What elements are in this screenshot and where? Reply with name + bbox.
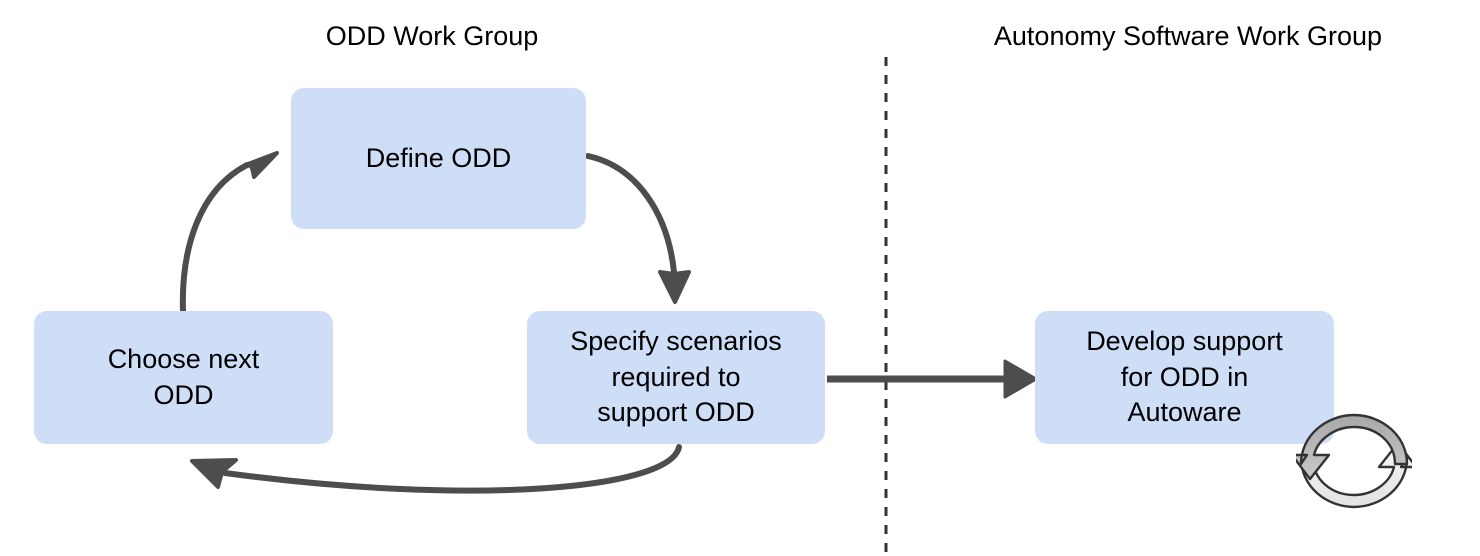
cycle-arrows-icon <box>1296 413 1412 509</box>
edge-choose-next-odd-to-define-odd <box>179 151 279 314</box>
node-choose-next-odd-label: Choose next ODD <box>107 343 260 410</box>
node-define-odd[interactable]: Define ODD <box>291 88 586 229</box>
swimlane-header-autonomy-software-work-group: Autonomy Software Work Group <box>993 21 1383 51</box>
node-choose-next-odd[interactable]: Choose next ODD <box>34 311 333 444</box>
node-specify-scenarios[interactable]: Specify scenarios required to support OD… <box>527 311 825 444</box>
node-develop-support-label: Develop support for ODD in Autoware <box>1086 325 1283 428</box>
node-define-odd-label: Define ODD <box>365 142 512 173</box>
node-develop-support[interactable]: Develop support for ODD in Autoware <box>1035 311 1334 444</box>
swimlane-header-odd-work-group: ODD Work Group <box>325 21 539 51</box>
edge-specify-scenarios-to-develop-support <box>827 359 1038 399</box>
node-specify-scenarios-label: Specify scenarios required to support OD… <box>570 325 782 428</box>
edge-specify-scenarios-to-choose-next-odd <box>190 444 682 494</box>
cycle-arrow-left <box>1296 413 1409 481</box>
edge-define-odd-to-specify-scenarios <box>585 153 691 304</box>
